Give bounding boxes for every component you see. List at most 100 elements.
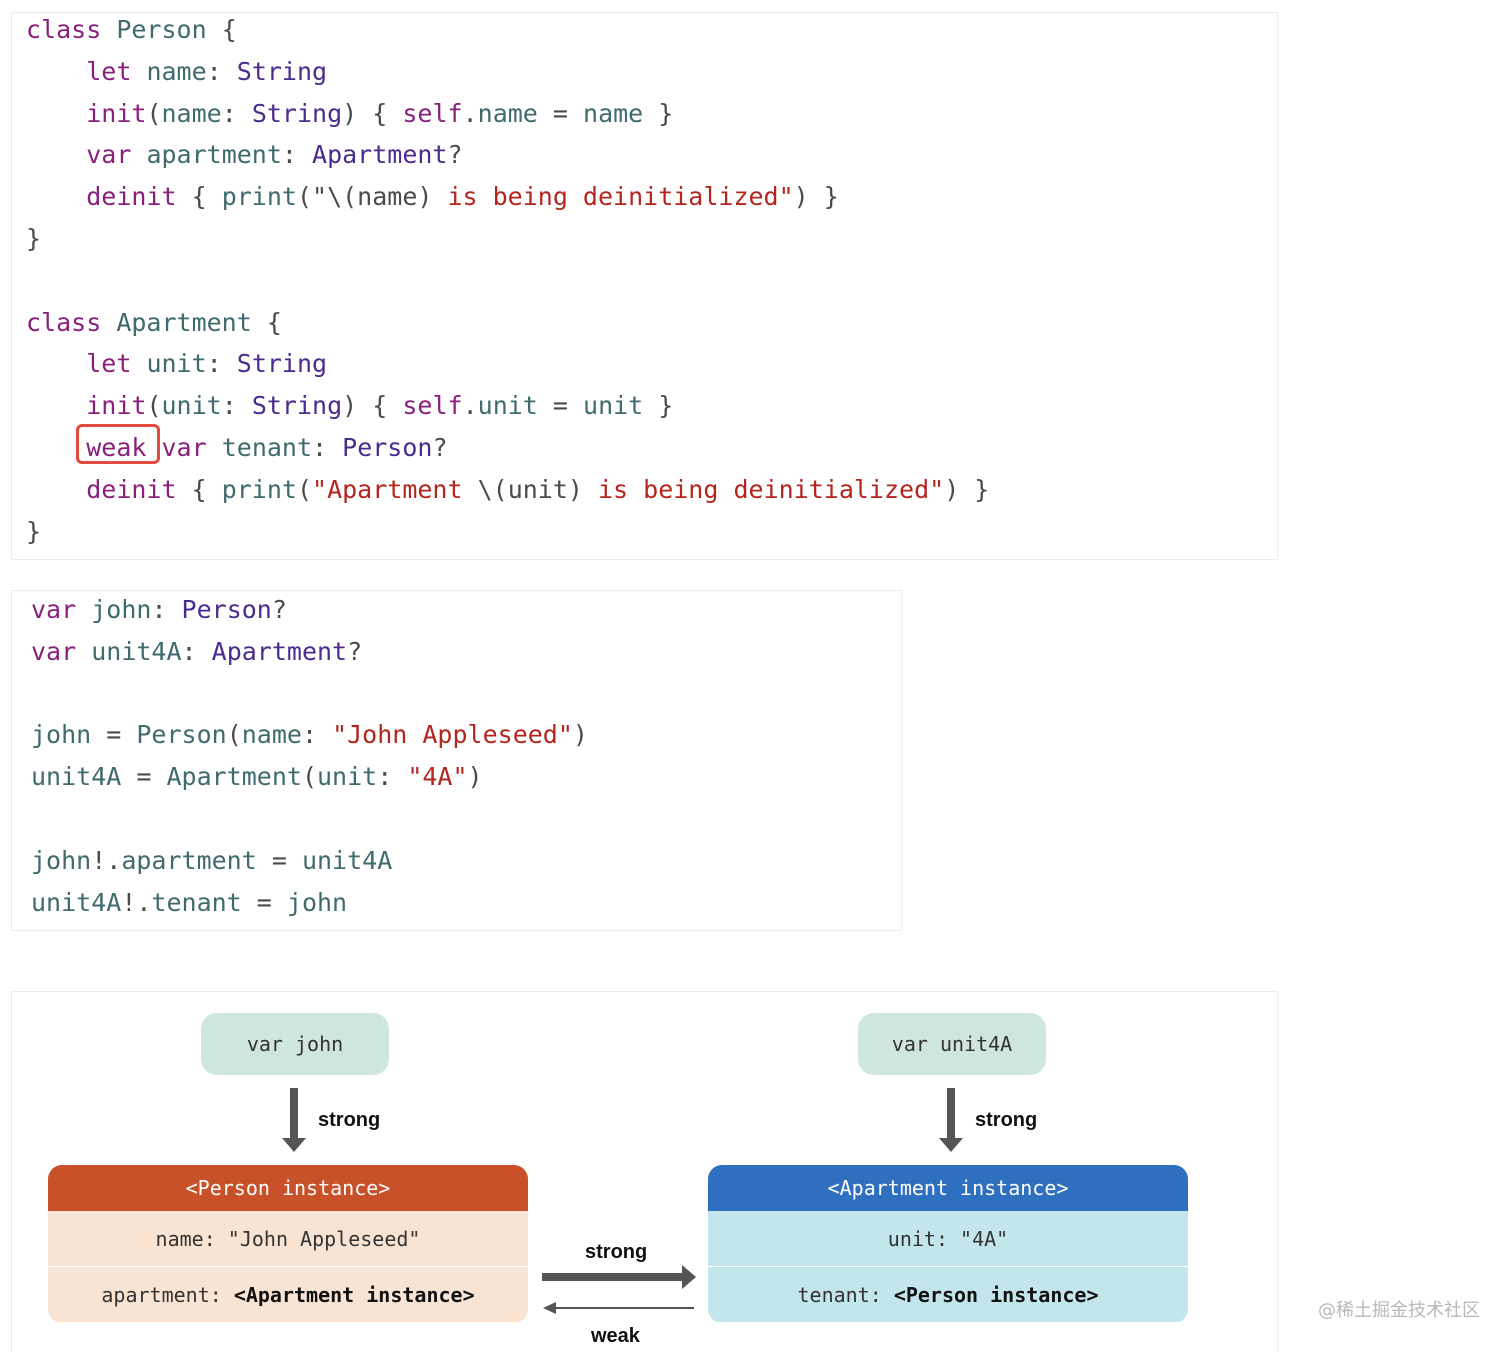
strong-label-john: strong — [318, 1109, 381, 1131]
code-token: : — [301, 720, 333, 750]
code-block-usage: var john: Person?var unit4A: Apartment? … — [11, 590, 902, 931]
code-token: unit4A — [31, 762, 122, 792]
code-token: !. — [91, 845, 122, 875]
code-token: : — [312, 432, 343, 462]
code-token: deinit — [86, 474, 177, 504]
code-line: john = Person(name: "John Appleseed") — [31, 714, 588, 756]
code-token: . — [462, 98, 478, 128]
code-token: } — [643, 98, 674, 128]
code-token: ) — [572, 720, 588, 750]
var-john-label: var john — [246, 1032, 344, 1056]
arrow-unit4a-to-apartment — [939, 1088, 963, 1152]
reference-diagram: var john var unit4A strong strong strong… — [11, 991, 1278, 1352]
code-token: "Apartment — [312, 474, 478, 504]
code-token: !. — [121, 887, 152, 917]
code-token: Apartment — [116, 307, 252, 337]
apartment-tenant-value: <Person instance> — [893, 1282, 1099, 1307]
weak-label-tenant-ref: weak — [591, 1325, 640, 1347]
code-token: Apartment — [312, 140, 448, 170]
apartment-instance-box: <Apartment instance> unit: "4A" tenant: … — [708, 1165, 1188, 1323]
code-token: : — [206, 349, 237, 379]
arrow-apartment-to-person-weak — [543, 1302, 694, 1314]
code-token: . — [462, 391, 478, 421]
code-line: deinit { print("Apartment \(unit) is bei… — [26, 469, 989, 511]
person-apartment-key: apartment: — [101, 1282, 234, 1307]
code-token — [76, 595, 91, 624]
code-token: = — [91, 720, 137, 750]
code-token: Person — [181, 595, 272, 624]
person-instance-header: <Person instance> — [48, 1165, 528, 1211]
code-token — [26, 349, 86, 378]
code-token: is being deinitialized" — [432, 182, 794, 212]
code-token: init — [86, 391, 147, 421]
code-token: var — [31, 595, 77, 624]
code-token: unit — [583, 391, 644, 421]
code-token — [76, 637, 91, 666]
code-token — [26, 475, 86, 504]
code-token: Person — [136, 720, 227, 750]
code-line: deinit { print("\(name) is being deiniti… — [26, 176, 989, 218]
code-token: ( — [301, 762, 317, 792]
code-token: "4A" — [407, 762, 468, 792]
code-token: self — [402, 391, 463, 421]
code-token: \(name) — [327, 182, 433, 212]
code-token — [26, 99, 86, 128]
code-token: name — [241, 720, 302, 750]
code-line: class Person { — [26, 9, 989, 51]
apartment-tenant-key: tenant: — [797, 1282, 894, 1307]
code-token: } — [26, 223, 42, 253]
code-line: let name: String — [26, 51, 989, 93]
code-token: (" — [296, 182, 328, 212]
apartment-unit-row: unit: "4A" — [708, 1211, 1188, 1267]
code-token — [26, 182, 86, 211]
code-token: name — [146, 56, 207, 86]
code-line: init(unit: String) { self.unit = unit } — [26, 385, 989, 427]
code-token: = — [537, 98, 584, 128]
code-token: class — [26, 15, 102, 44]
code-token: { — [176, 182, 222, 212]
weak-keyword-highlight — [76, 424, 160, 464]
code-token: name — [583, 98, 644, 128]
code-token: Person — [116, 15, 207, 44]
code-token: ( — [226, 720, 242, 750]
code-token: is being deinitialized" — [582, 474, 945, 504]
person-name-value: "John Appleseed" — [227, 1226, 421, 1251]
code-line: unit4A = Apartment(unit: "4A") — [31, 756, 588, 798]
code-token: Person — [342, 432, 433, 462]
var-unit4a-node: var unit4A — [858, 1013, 1046, 1075]
reference-arrows — [282, 1088, 963, 1314]
code-token: john — [286, 887, 348, 917]
code-token: john — [31, 845, 92, 875]
strong-label-unit4a: strong — [975, 1109, 1038, 1131]
apartment-unit-value: "4A" — [960, 1226, 1009, 1251]
code-token: String — [251, 98, 343, 128]
code-token: : — [377, 762, 408, 792]
code-token: ) { — [342, 98, 403, 128]
code-token: = — [121, 762, 167, 792]
code-token — [131, 57, 146, 86]
code-token: unit4A — [31, 887, 122, 917]
code-token: print — [221, 474, 297, 504]
code-token: ? — [347, 636, 363, 666]
code-token: apartment — [146, 140, 282, 170]
code-token — [26, 57, 86, 86]
code-token: unit — [317, 762, 378, 792]
strong-label-apartment-ref: strong — [585, 1241, 648, 1263]
code-token: ? — [432, 432, 448, 462]
code-token: ) } — [793, 182, 839, 212]
code-token — [101, 308, 116, 337]
code-text-classes: class Person { let name: String init( nam… — [26, 9, 989, 552]
code-token: john — [91, 595, 152, 624]
var-john-node: var john — [201, 1013, 389, 1075]
code-token: } — [26, 516, 42, 546]
code-block-classes: class Person { let name: String init( nam… — [11, 12, 1278, 560]
code-token: : — [281, 140, 313, 170]
code-token: weak — [86, 432, 147, 462]
arrow-person-to-apartment-strong — [542, 1265, 696, 1289]
apartment-unit-key: unit: — [887, 1226, 961, 1251]
code-token: apartment — [121, 845, 257, 875]
code-token: let — [86, 56, 132, 86]
code-token: self — [402, 98, 463, 128]
code-line: var john: Person? — [31, 589, 588, 631]
code-token: ( — [146, 391, 162, 421]
